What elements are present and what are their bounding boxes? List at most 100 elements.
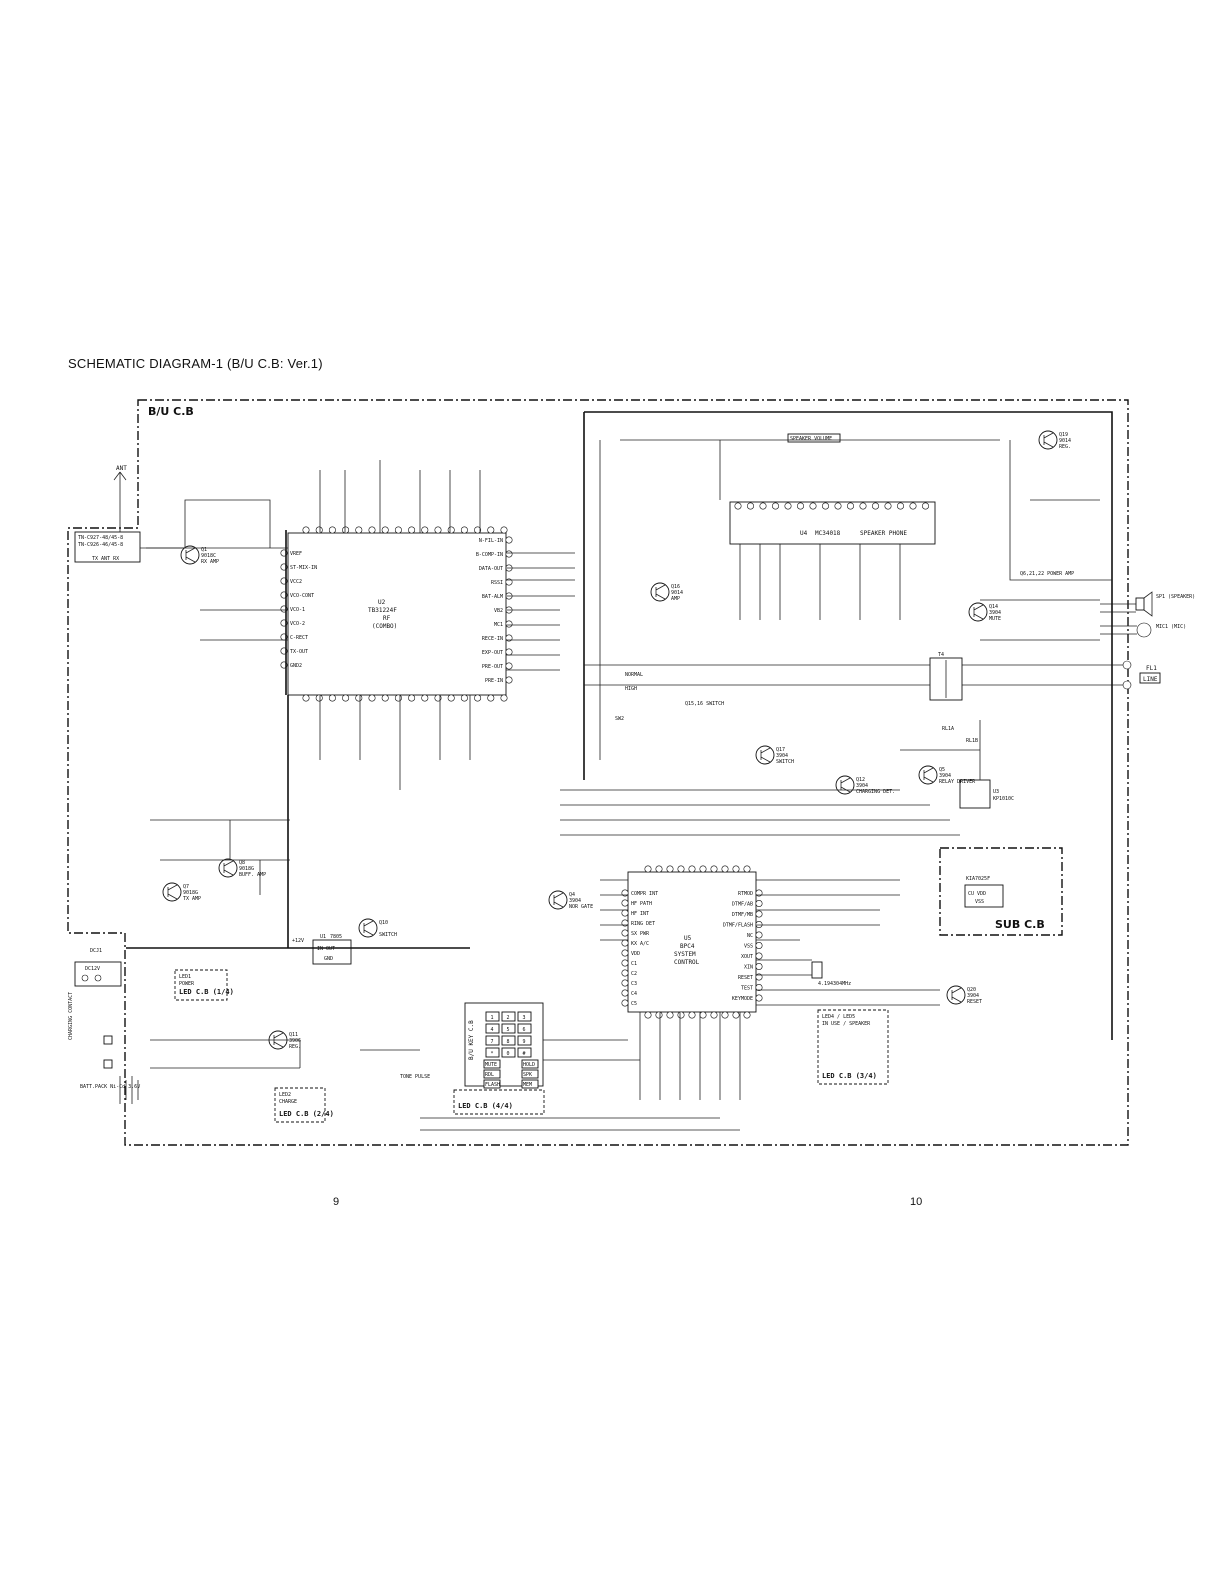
keypad-func-key[interactable] — [483, 1059, 501, 1069]
transistor-part: 9014 — [1059, 438, 1071, 444]
keypad-key[interactable] — [517, 1011, 532, 1022]
transistor-symbol — [755, 745, 775, 765]
svg-text:TN-C926-46/45-8: TN-C926-46/45-8 — [78, 542, 123, 548]
ic-u2-pin-label: RECE-IN — [482, 636, 503, 642]
dc-12v-label: DC12V — [85, 966, 100, 972]
ic-u2-pin — [315, 526, 323, 534]
ic-u4-pin — [846, 502, 854, 510]
ic-u4-ref: U4 — [800, 530, 808, 537]
ic-u4: U4 MC34018 SPEAKER PHONE — [729, 501, 936, 545]
keypad-key[interactable] — [501, 1047, 516, 1058]
ic-u5-pin — [621, 949, 629, 957]
keypad-key-label: * — [491, 1051, 494, 1057]
ic-u2-pin — [381, 526, 389, 534]
transistor-ref: Q4 — [569, 892, 575, 898]
keypad-key[interactable] — [485, 1023, 500, 1034]
led-board-tag: CHARGE — [279, 1099, 297, 1105]
ic-u2-pin-label: EXP-OUT — [482, 650, 503, 656]
page-title: SCHEMATIC DIAGRAM-1 (B/U C.B: Ver.1) — [68, 356, 323, 371]
ic-u4-pin — [796, 502, 804, 510]
ic-u5-pin — [699, 1011, 707, 1019]
ic-u5-pin — [677, 865, 685, 873]
ic-u5-pin — [621, 959, 629, 967]
ic-u2-pin-label: VREF — [290, 551, 302, 557]
transistor-part: 3904 — [776, 753, 788, 759]
transistor-desc: CHARGING DET. — [856, 789, 895, 795]
ic-u2-pin — [355, 694, 363, 702]
keypad-key-label: 9 — [523, 1039, 526, 1045]
transformer-label: T4 — [938, 652, 944, 658]
sw2-high-label: HIGH — [625, 686, 637, 692]
ic-u2-pin — [355, 526, 363, 534]
keypad-key[interactable] — [485, 1035, 500, 1046]
sub-board-outline — [939, 847, 1063, 936]
ic-u2-pin — [434, 526, 442, 534]
keypad-key-label: 8 — [507, 1039, 510, 1045]
board-label: B/U C.B — [148, 405, 194, 418]
ic-u4-pin — [784, 502, 792, 510]
ic-u1-pins: IN OUT — [317, 946, 335, 952]
keypad-func-key-label: FLASH — [485, 1082, 500, 1088]
transistor-symbol — [918, 765, 938, 785]
ic-u2-pin-label: VCO-2 — [290, 621, 305, 627]
ic-u5-pin — [621, 909, 629, 917]
keypad-func-key[interactable] — [521, 1069, 539, 1079]
keypad-func-key-label: MUTE — [485, 1062, 497, 1068]
ic-u5-pin — [755, 910, 763, 918]
keypad-key[interactable] — [485, 1011, 500, 1022]
ic-q18-part: KIA7025F — [966, 876, 990, 882]
keypad-func-key[interactable] — [521, 1059, 539, 1069]
ic-u4-pin — [834, 502, 842, 510]
keypad-func-key-label: HOLD — [523, 1062, 535, 1068]
ic-u5-pin — [755, 962, 763, 970]
ic-u5-pin — [755, 952, 763, 960]
keypad-func-key-label: MEM — [523, 1082, 532, 1088]
keypad-key[interactable] — [501, 1011, 516, 1022]
ic-u4-pin — [921, 502, 929, 510]
ic-u1-body — [312, 939, 352, 965]
charging-contact-minus — [103, 1059, 113, 1069]
ic-u2-pin — [505, 648, 513, 656]
transistor-part: 3904 — [989, 610, 1001, 616]
transistor-ref: Q7 — [183, 884, 189, 890]
keypad-key[interactable] — [517, 1023, 532, 1034]
dc-jack-label: DCJ1 — [90, 948, 102, 954]
ic-u5-pin — [621, 979, 629, 987]
ic-u5-pin-label: DTMF/AB — [732, 902, 753, 908]
ic-u2-pin-label: PRE-OUT — [482, 664, 503, 670]
keypad-key[interactable] — [517, 1047, 532, 1058]
line-terminal-1 — [1122, 660, 1132, 670]
keypad-key[interactable] — [517, 1035, 532, 1046]
transistor-part: 9014 — [671, 590, 683, 596]
transistor-ref: Q20 — [967, 987, 976, 993]
svg-text:CU VDD: CU VDD — [968, 891, 986, 897]
ic-u2-pin — [474, 694, 482, 702]
ic-u5-pin — [743, 865, 751, 873]
keypad-key[interactable] — [485, 1047, 500, 1058]
keypad-key-label: 6 — [523, 1027, 526, 1033]
keypad-func-key[interactable] — [483, 1069, 501, 1079]
transistor-desc: RELAY DRIVER — [939, 779, 976, 785]
ic-u3: U3 KP1010C — [959, 779, 1014, 809]
ic-u5-part: BPC4 — [680, 943, 695, 950]
transistor-part: 9018C — [201, 553, 216, 559]
keypad-key[interactable] — [501, 1035, 516, 1046]
sw2-label: SW2 — [615, 716, 624, 722]
ic-u5-pin — [732, 1011, 740, 1019]
svg-text:TN-C927-48/45-8: TN-C927-48/45-8 — [78, 535, 123, 541]
ic-u2-pin — [342, 526, 350, 534]
transistor-desc: RX AMP — [201, 559, 219, 565]
ic-u5-pin — [755, 941, 763, 949]
ic-u5-line2: SYSTEM — [674, 951, 696, 958]
ic-u5-pin — [666, 865, 674, 873]
ic-u2-pin — [505, 676, 513, 684]
tone-pulse-label: TONE PULSE — [400, 1074, 430, 1080]
transistor-ref: Q1 — [201, 547, 207, 553]
ic-u4-pin — [821, 502, 829, 510]
transistor-desc: MUTE — [989, 616, 1001, 622]
keypad-key[interactable] — [501, 1023, 516, 1034]
led-board-tag: IN USE / SPEAKER — [822, 1021, 871, 1027]
keypad-func-key[interactable] — [483, 1079, 501, 1089]
keypad-func-key[interactable] — [521, 1079, 539, 1089]
